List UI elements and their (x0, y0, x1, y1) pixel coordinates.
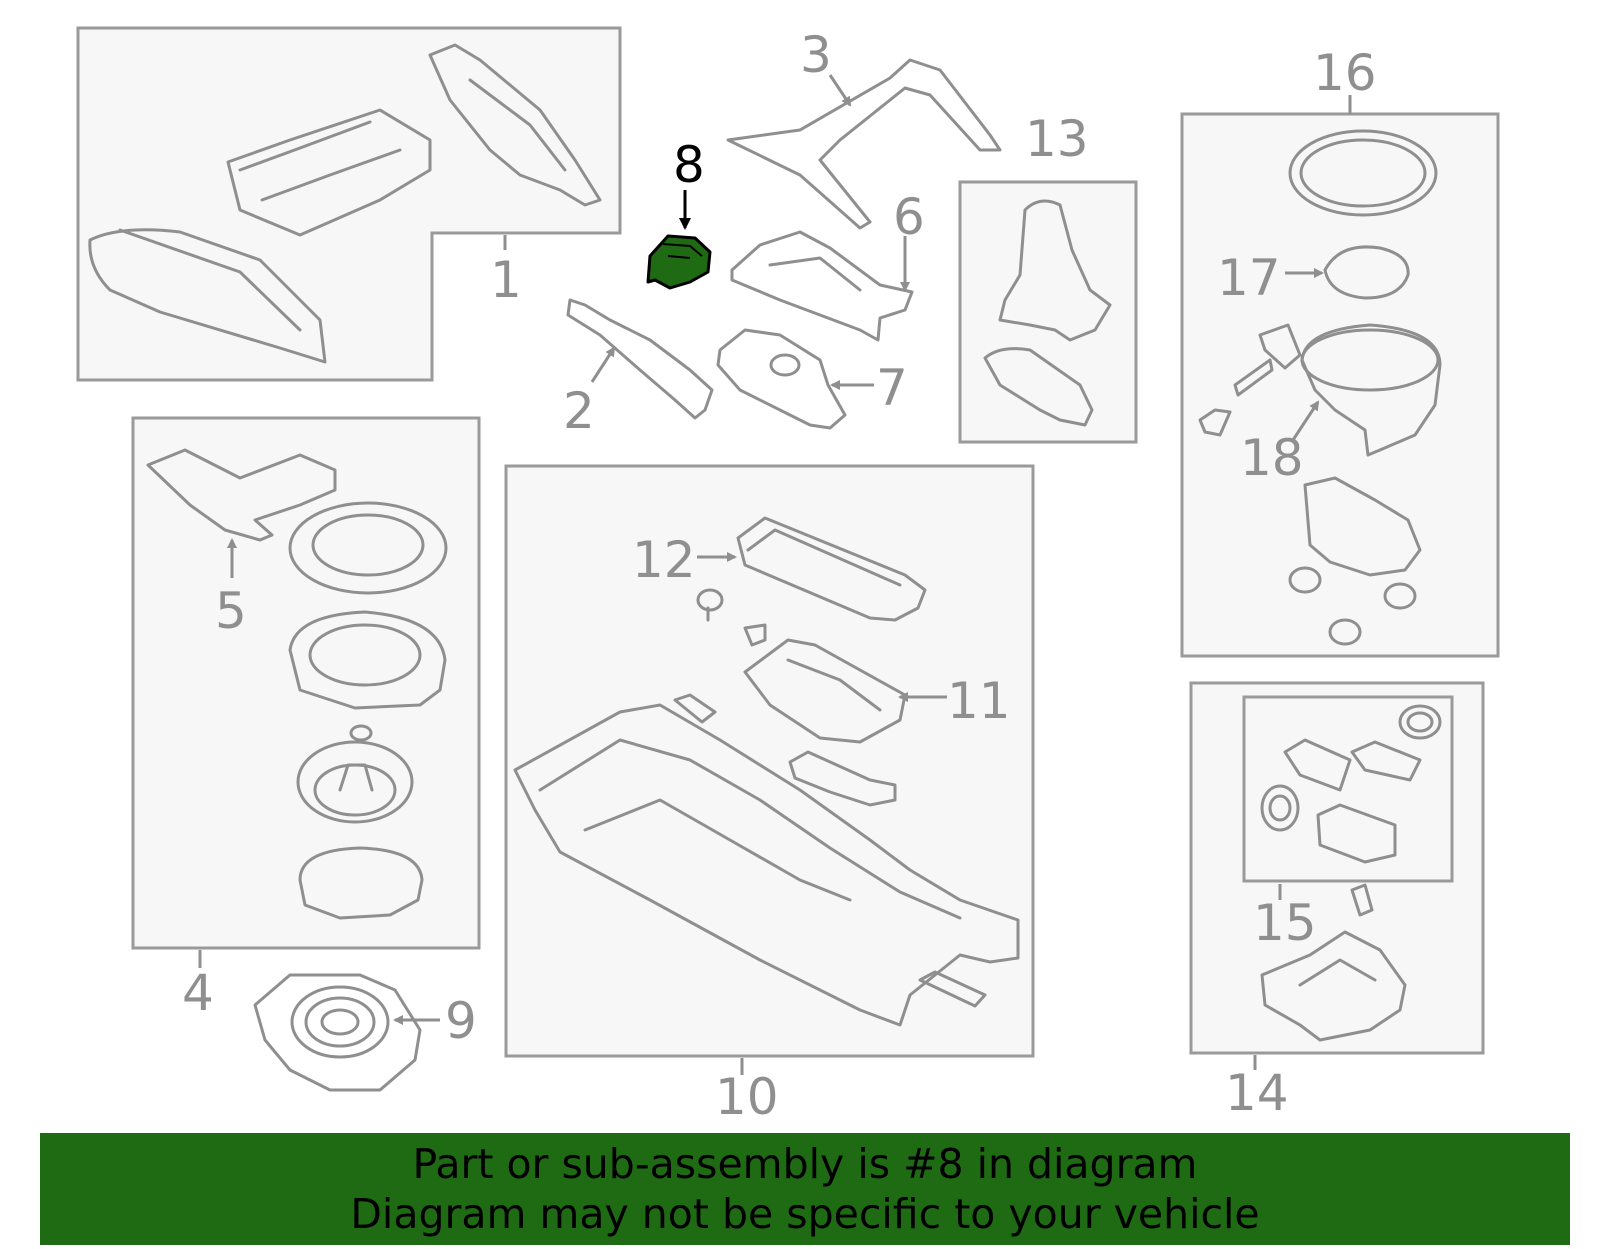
group-box-14 (1189, 681, 1485, 1055)
callout-11: 11 (947, 672, 1011, 730)
shifter-bracket-part-14 (1260, 930, 1407, 1042)
callout-labels: 1 2 3 6 7 8 13 16 17 18 5 12 11 4 9 10 1… (182, 26, 1377, 1126)
cap-part-17 (1323, 245, 1410, 300)
bracket-part-2 (566, 298, 714, 420)
callout-18: 18 (1240, 429, 1304, 487)
cup-holder-part-18 (1300, 323, 1442, 457)
callout-6: 6 (893, 188, 925, 246)
shift-boot-part (998, 199, 1112, 342)
callout-7: 7 (876, 359, 908, 417)
callout-16: 16 (1313, 44, 1377, 102)
spring-part (1398, 704, 1442, 740)
callout-4: 4 (182, 964, 214, 1022)
callout-13: 13 (1025, 110, 1089, 168)
group-box-1 (76, 26, 622, 382)
callout-17: 17 (1217, 249, 1281, 307)
bracket-part (226, 108, 432, 237)
banner-line-1: Part or sub-assembly is #8 in diagram (412, 1140, 1198, 1188)
group-box-10 (504, 464, 1035, 1058)
callout-1: 1 (490, 251, 522, 309)
callout-2: 2 (563, 382, 595, 440)
storage-bin-part-11 (743, 638, 907, 744)
side-panel-part (428, 43, 602, 207)
callout-14: 14 (1225, 1064, 1289, 1122)
group-box-15 (1242, 695, 1454, 883)
boot-part (296, 740, 414, 824)
mat-part-5 (146, 448, 337, 542)
group-box-13 (958, 180, 1138, 444)
callout-12: 12 (632, 531, 696, 589)
ring-part-b (288, 610, 447, 710)
callout-15: 15 (1253, 894, 1317, 952)
ring-part-c (298, 846, 424, 920)
console-body-part-10 (513, 703, 1020, 1027)
bezel-ring-part (983, 347, 1094, 427)
group-box-4 (131, 416, 481, 950)
base-plate-part (1303, 476, 1422, 577)
banner-line-2: Diagram may not be specific to your vehi… (350, 1190, 1260, 1238)
callout-3: 3 (800, 26, 832, 84)
mat-part-16 (1288, 129, 1438, 217)
callout-5: 5 (215, 582, 247, 640)
trim-bezel-part-3 (726, 58, 1002, 230)
lid-part-12 (736, 516, 927, 622)
callout-9: 9 (445, 992, 477, 1050)
ring-part-a (288, 501, 448, 595)
switch-panel-part-7 (716, 328, 847, 430)
leader-lines (198, 74, 1352, 1075)
glovebox-lid-part (88, 228, 327, 364)
callout-10: 10 (715, 1068, 779, 1126)
info-banner: Part or sub-assembly is #8 in diagram Di… (40, 1133, 1570, 1245)
group-box-16 (1180, 112, 1500, 658)
callout-8-highlighted: 8 (673, 136, 705, 194)
shifter-base-part-9 (253, 973, 422, 1092)
highlighted-part-8 (646, 234, 712, 290)
bezel-part-6 (730, 230, 914, 342)
